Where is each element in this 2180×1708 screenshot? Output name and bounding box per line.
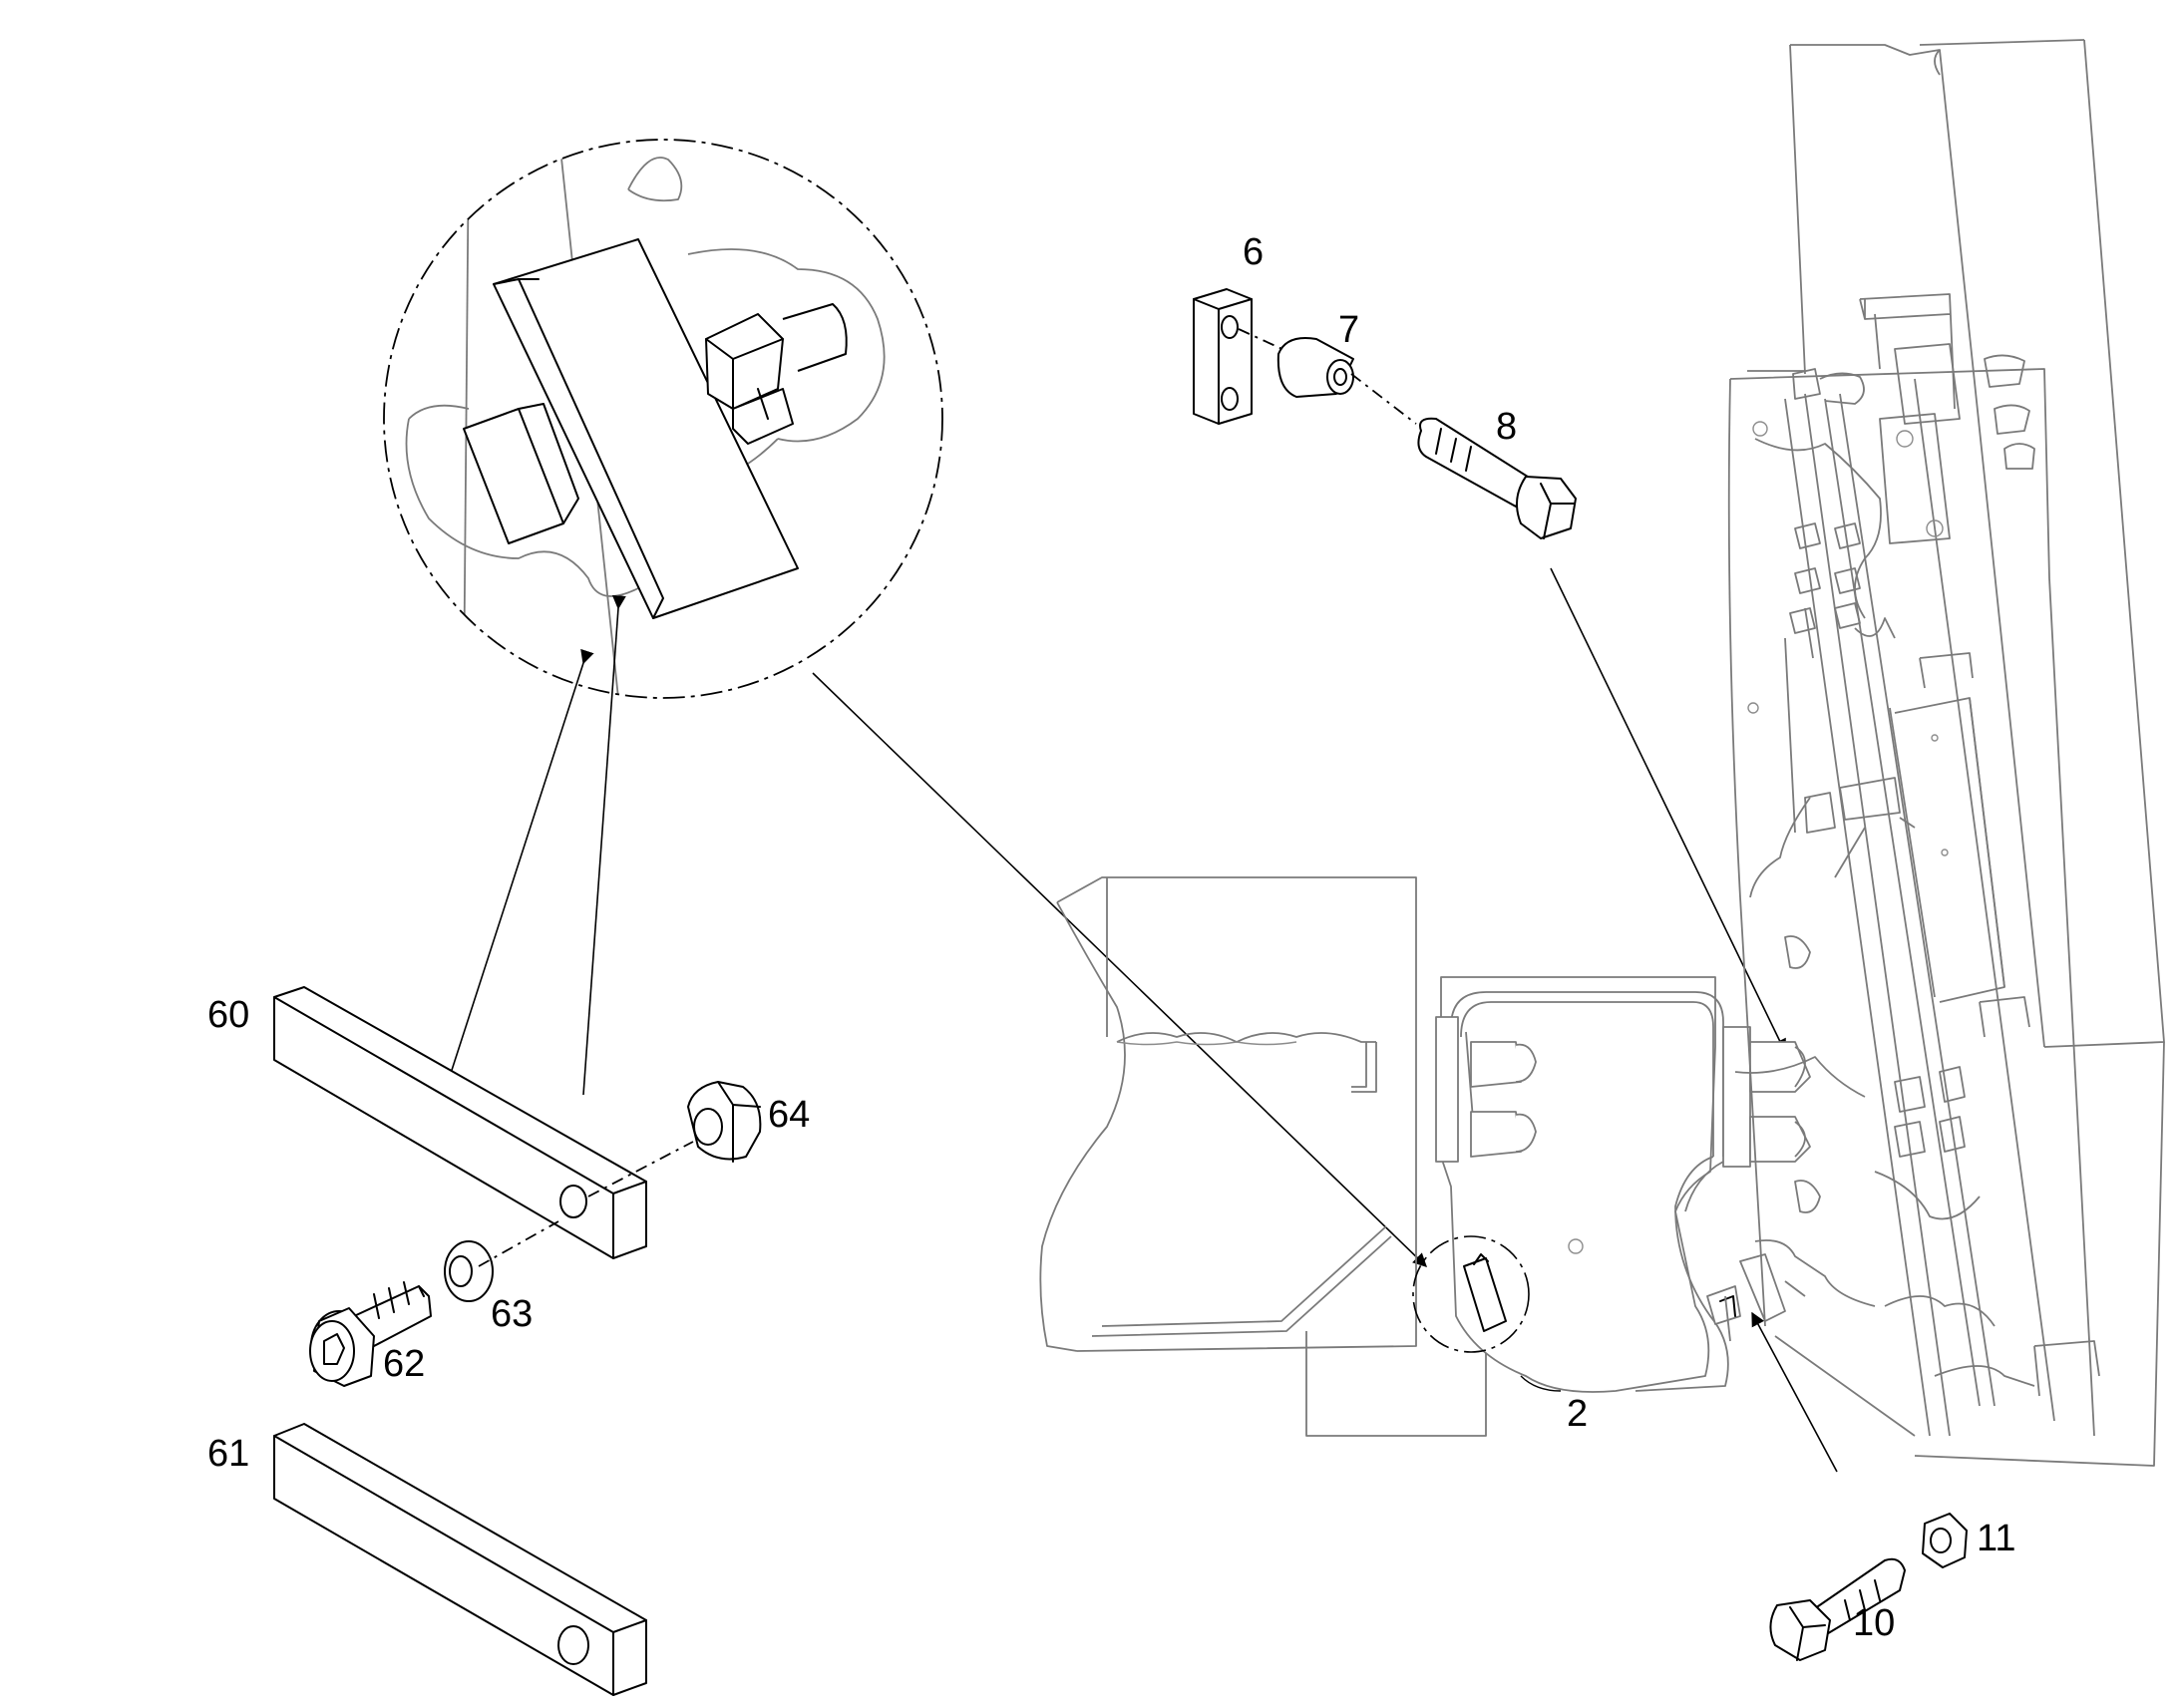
main-assembly bbox=[1039, 39, 2165, 1467]
part-63-washer bbox=[444, 1220, 559, 1302]
leader-line-bar-to-detail bbox=[582, 594, 626, 1096]
leader-line-10 bbox=[1751, 1311, 1838, 1473]
part-60-bar bbox=[273, 986, 694, 1259]
callout-60: 60 bbox=[207, 994, 249, 1036]
callout-63: 63 bbox=[491, 1293, 533, 1335]
callout-2: 2 bbox=[1567, 1393, 1588, 1435]
detail-view bbox=[383, 139, 943, 699]
leader-line-2 bbox=[1520, 1375, 1562, 1392]
callout-7: 7 bbox=[1338, 309, 1359, 351]
part-10-hex-bolt bbox=[1769, 1557, 1906, 1661]
callout-10: 10 bbox=[1853, 1602, 1895, 1644]
callout-64: 64 bbox=[768, 1094, 810, 1136]
detail-circle-outline bbox=[383, 139, 943, 699]
callout-61: 61 bbox=[207, 1433, 249, 1475]
part-8-hex-bolt bbox=[1417, 417, 1577, 539]
leader-line-60 bbox=[443, 648, 594, 1096]
callouts: 6 7 8 60 64 63 62 61 2 11 10 bbox=[207, 231, 2015, 1644]
callout-6: 6 bbox=[1243, 231, 1264, 273]
part-62-screw bbox=[309, 1281, 432, 1387]
part-61-bar bbox=[273, 1423, 647, 1696]
leader-line-8 bbox=[1550, 567, 1786, 1054]
part-6-link-plate bbox=[1193, 288, 1287, 425]
part-7-spacer bbox=[1276, 337, 1417, 425]
callout-62: 62 bbox=[383, 1343, 425, 1385]
callout-11: 11 bbox=[1977, 1518, 2015, 1559]
part-11-nut bbox=[1922, 1513, 1968, 1568]
leader-line-detail bbox=[812, 672, 1428, 1267]
part-64-nut bbox=[687, 1081, 762, 1163]
callout-8: 8 bbox=[1496, 406, 1517, 448]
